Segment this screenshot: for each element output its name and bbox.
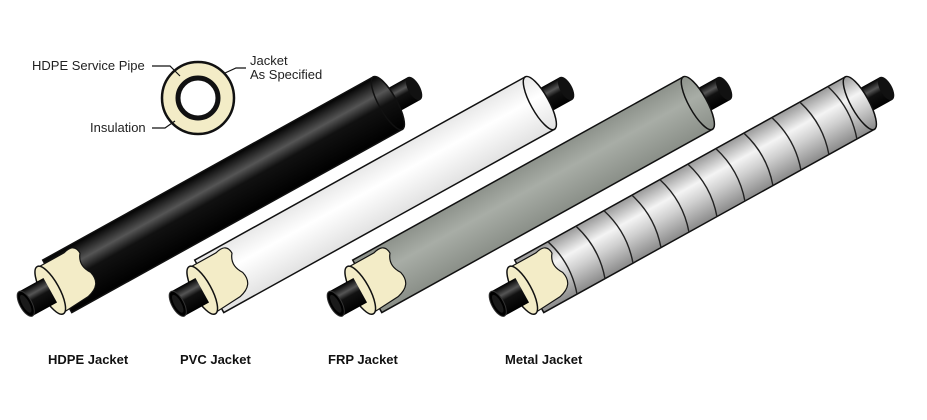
frp-pipe (326, 75, 733, 317)
metal-band-seam (743, 132, 774, 186)
hdpe-jacket-caption: HDPE Jacket (48, 352, 129, 367)
pvc-jacket-caption: PVC Jacket (180, 352, 251, 367)
metal-pipe (488, 75, 895, 317)
metal-band-seam (603, 210, 634, 264)
metal-band-seam (575, 225, 606, 279)
insulation-cutaway (346, 247, 407, 314)
metal-band-seam (771, 117, 802, 171)
jacket-label-line1: Jacket (250, 53, 288, 68)
insulation-cutaway (188, 247, 249, 314)
metal-jacket-caption: Metal Jacket (505, 352, 583, 367)
metal-band-seam (687, 163, 718, 217)
metal-band-seam (799, 101, 830, 155)
pvc-pipe (168, 75, 575, 317)
insulation-label: Insulation (90, 120, 146, 135)
cross-section-diagram (152, 60, 246, 136)
jacket-label: Jacket As Specified (250, 54, 322, 82)
metal-band-seam (631, 194, 662, 248)
hdpe-pipe (16, 75, 423, 317)
metal-band-seam (827, 86, 858, 140)
frp-jacket-caption: FRP Jacket (328, 352, 398, 367)
metal-band-seam (659, 179, 690, 233)
service-pipe-label: HDPE Service Pipe (32, 58, 145, 73)
metal-band-seam (715, 148, 746, 202)
insulation-cutaway (36, 247, 97, 314)
metal-band-seam (547, 241, 578, 295)
jacket-label-line2: As Specified (250, 67, 323, 82)
insulation-cutaway (508, 247, 569, 314)
